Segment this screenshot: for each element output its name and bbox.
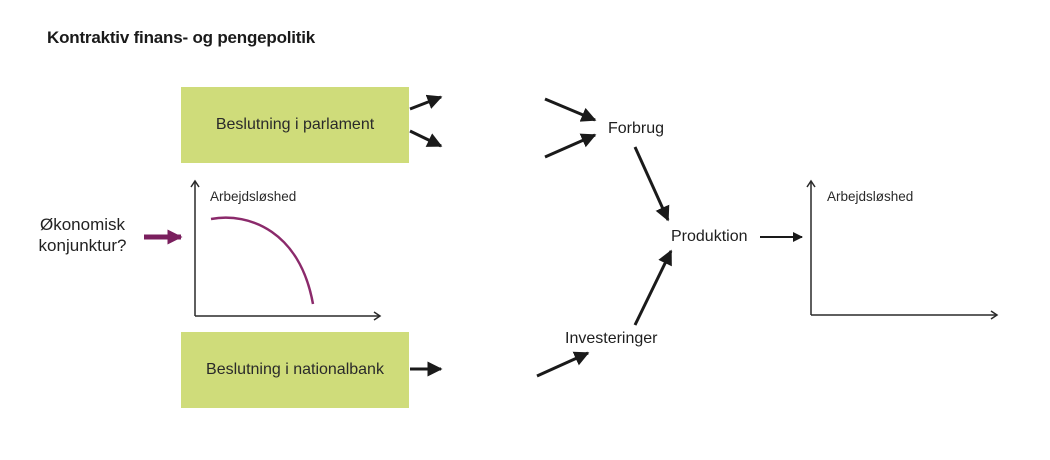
- investments-arrow-in: [536, 351, 590, 378]
- left-graph-y-label: Arbejdsløshed: [210, 189, 297, 204]
- investments-to-production-arrow: [633, 249, 673, 326]
- national-bank-decision-box: Beslutning i nationalbank: [181, 332, 409, 408]
- consumption-arrow-in-bottom: [544, 133, 597, 159]
- economic-cycle-line2: konjunktur?: [38, 236, 127, 255]
- national-bank-decision-label: Beslutning i nationalbank: [206, 361, 384, 378]
- consumption-node: Forbrug: [608, 120, 665, 137]
- diagram-title: Kontraktiv finans- og pengepolitik: [47, 28, 316, 47]
- right-graph-y-arrowhead: [806, 179, 816, 188]
- consumption-arrow-in-top: [544, 97, 597, 122]
- left-graph-unemployment-curve: [210, 216, 315, 305]
- right-graph-y-label: Arbejdsløshed: [827, 189, 914, 204]
- right-graph: [806, 179, 999, 320]
- parliament-arrow-down: [409, 129, 443, 148]
- parliament-arrow-up: [409, 94, 443, 111]
- left-graph-y-arrowhead: [190, 179, 200, 188]
- left-graph-x-arrowhead: [373, 311, 382, 321]
- investments-node: Investeringer: [565, 330, 658, 347]
- parliament-decision-label: Beslutning i parlament: [215, 116, 375, 133]
- parliament-decision-box: Beslutning i parlament: [181, 87, 409, 163]
- economic-cycle-label: Økonomisk konjunktur?: [20, 214, 145, 256]
- consumption-to-production-arrow: [633, 146, 670, 222]
- economic-cycle-line1: Økonomisk: [39, 215, 126, 234]
- right-graph-x-arrowhead: [990, 310, 999, 320]
- production-node: Produktion: [671, 228, 748, 245]
- left-graph: [190, 179, 382, 321]
